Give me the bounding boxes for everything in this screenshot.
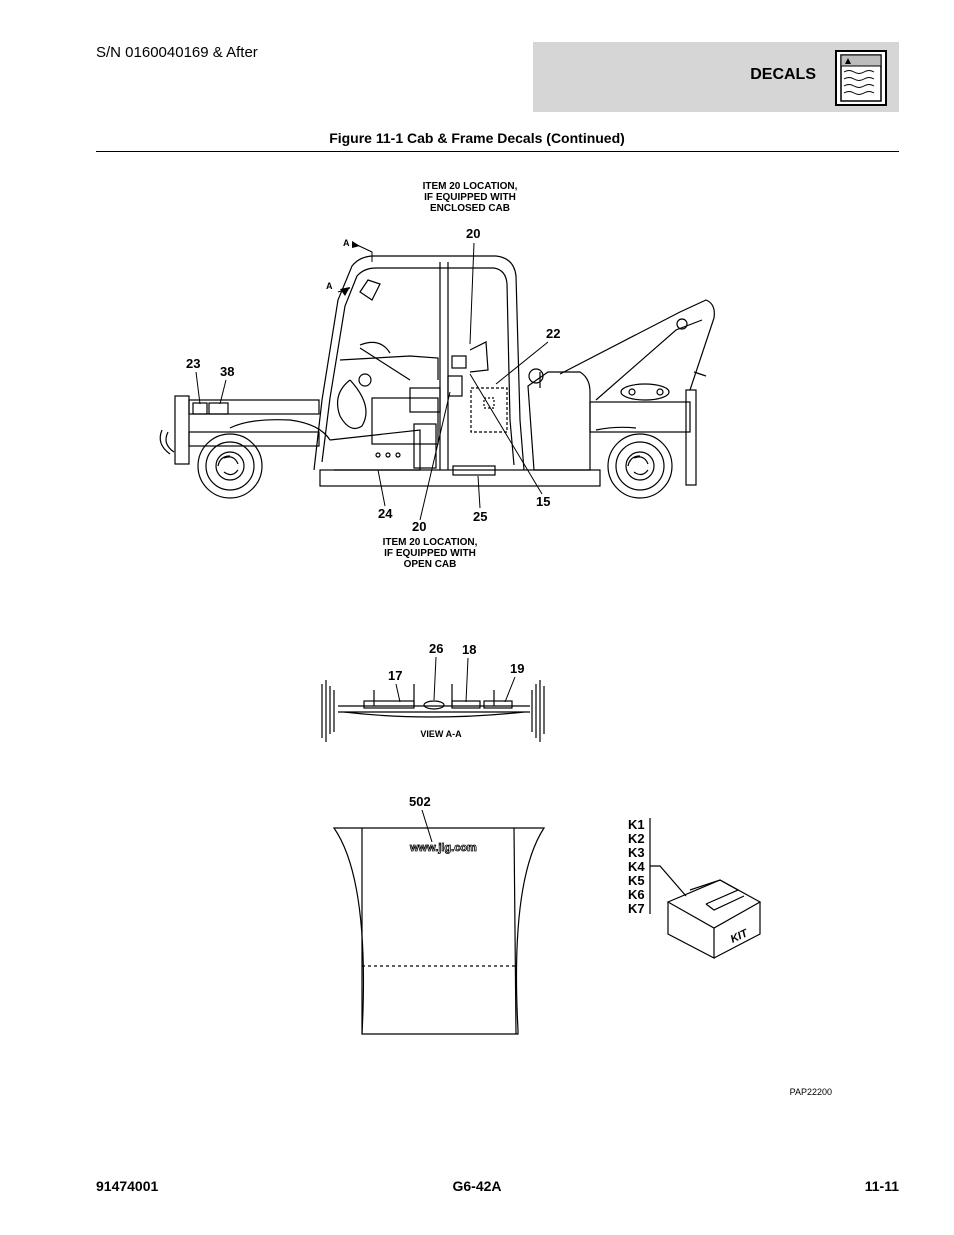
kit-box-drawing (649, 818, 762, 959)
note-open-line3: OPEN CAB (404, 559, 457, 570)
section-header: DECALS (533, 42, 899, 112)
decal-book-icon (835, 50, 887, 106)
callout-38: 38 (220, 364, 234, 379)
footer-page-number: 11-11 (864, 1178, 899, 1194)
main-callouts: 20 22 23 38 24 20 25 15 (186, 226, 560, 534)
kit-item-k1: K1 (628, 817, 645, 832)
footer-model: G6-42A (452, 1178, 502, 1194)
callout-26: 26 (429, 641, 443, 656)
view-label: VIEW A-A (420, 729, 462, 739)
figure-title: Figure 11-1 Cab & Frame Decals (Continue… (329, 130, 625, 146)
view-arrow-label-bottom: A (326, 281, 333, 291)
machine-side-view (159, 255, 715, 499)
view-a-a-drawing (321, 680, 545, 742)
note-enclosed-line1: ITEM 20 LOCATION, (423, 181, 518, 192)
callout-25: 25 (473, 509, 487, 524)
main-leaders (195, 242, 549, 521)
note-open-cab: ITEM 20 LOCATION, IF EQUIPPED WITH OPEN … (383, 537, 478, 570)
callout-15: 15 (536, 494, 550, 509)
kit-item-k5: K5 (628, 873, 645, 888)
note-enclosed-line3: ENCLOSED CAB (430, 203, 510, 214)
callout-18: 18 (462, 642, 476, 657)
callout-22: 22 (546, 326, 560, 341)
section-title: DECALS (750, 66, 816, 83)
callout-20-bottom: 20 (412, 519, 426, 534)
callout-20-top: 20 (466, 226, 480, 241)
view-arrows: A A (326, 238, 373, 296)
note-open-line1: ITEM 20 LOCATION, (383, 537, 478, 548)
callout-24: 24 (378, 506, 393, 521)
view-callouts: 17 26 18 19 (388, 641, 524, 683)
serial-number: S/N 0160040169 & After (96, 44, 258, 61)
view-leaders (395, 656, 516, 703)
seat-cover-drawing (332, 827, 546, 1035)
note-enclosed-cab: ITEM 20 LOCATION, IF EQUIPPED WITH ENCLO… (423, 181, 518, 214)
kit-list: K1 K2 K3 K4 K5 K6 K7 (628, 817, 645, 916)
kit-item-k3: K3 (628, 845, 645, 860)
kit-box-label: KIT (729, 927, 751, 946)
kit-item-k7: K7 (628, 901, 645, 916)
kit-item-k2: K2 (628, 831, 645, 846)
callout-23: 23 (186, 356, 200, 371)
kit-item-k4: K4 (628, 859, 645, 874)
header-rule (96, 151, 899, 152)
drawing-id: PAP22200 (790, 1087, 832, 1097)
view-arrow-label-top: A (343, 238, 350, 248)
callout-17: 17 (388, 668, 402, 683)
cover-text: www.jlg.com (409, 842, 477, 854)
callout-19: 19 (510, 661, 524, 676)
callout-502: 502 (409, 794, 431, 809)
footer-doc-number: 91474001 (96, 1178, 159, 1194)
kit-item-k6: K6 (628, 887, 645, 902)
note-enclosed-line2: IF EQUIPPED WITH (424, 192, 516, 203)
note-open-line2: IF EQUIPPED WITH (384, 548, 476, 559)
